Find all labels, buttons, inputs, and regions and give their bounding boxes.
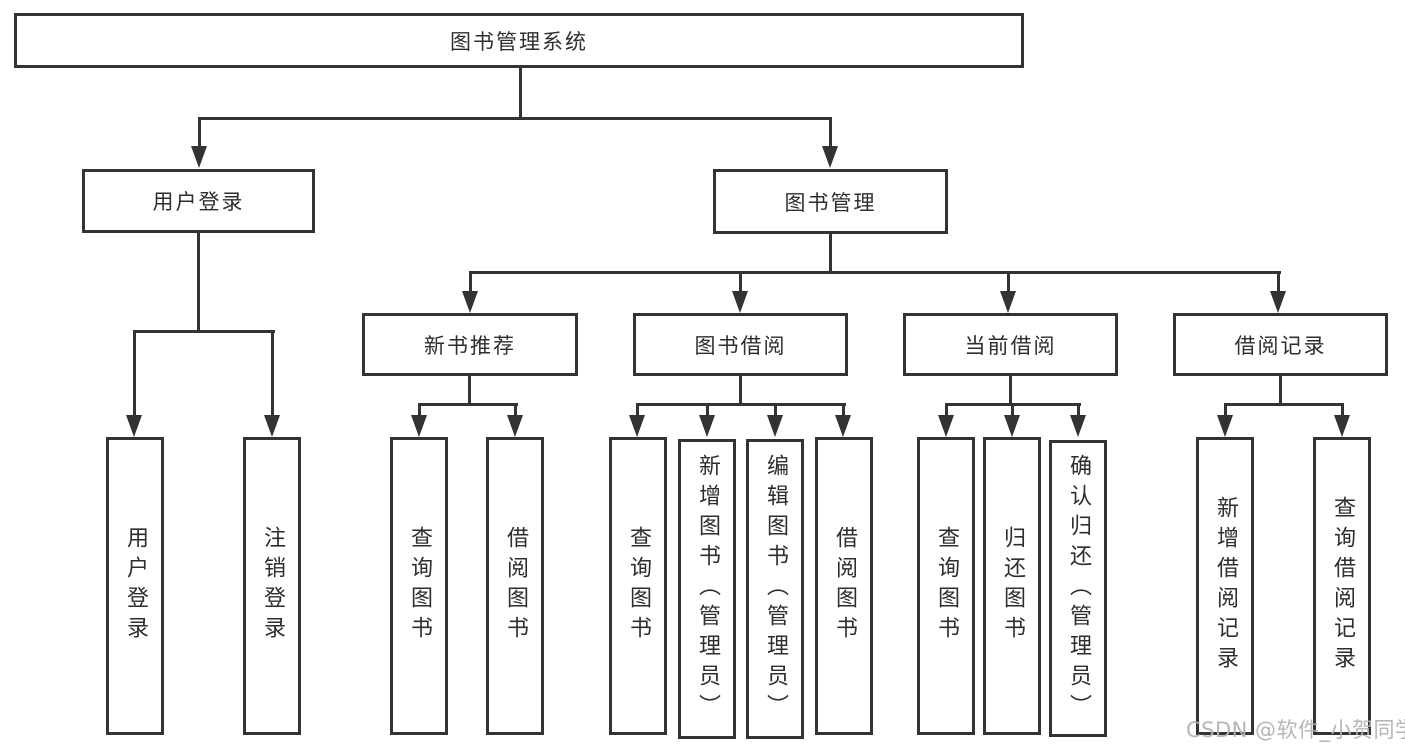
- node-cb-query-books: 查询图书: [917, 437, 975, 735]
- node-leaf-user-login-label: 用户登录: [123, 526, 148, 646]
- arrow-down-icon: [411, 415, 427, 437]
- connector-br-add-drop: [1224, 403, 1227, 419]
- connector-bb-add-drop: [706, 403, 709, 419]
- node-cb-confirm-return-label: 确认归还（管理员）: [1066, 453, 1091, 724]
- arrow-down-icon: [938, 415, 954, 437]
- arrow-down-icon: [1000, 291, 1016, 313]
- node-book-borrow: 图书借阅: [633, 313, 848, 376]
- connector-cb-confirm-drop: [1077, 403, 1080, 419]
- arrow-down-icon: [767, 415, 783, 437]
- connector-level3-rail: [469, 271, 1281, 274]
- connector-leaf-user-login-drop: [133, 330, 136, 417]
- arrow-down-icon: [822, 146, 838, 168]
- connector-user-login-drop: [198, 117, 201, 149]
- connector-new-books-rail: [418, 403, 518, 406]
- node-br-add-record-label: 新增借阅记录: [1213, 496, 1238, 676]
- connector-new-books-stem: [468, 375, 471, 406]
- arrow-down-icon: [462, 291, 478, 313]
- connector-cb-return-drop: [1011, 403, 1014, 419]
- node-nb-query-books-label: 查询图书: [407, 526, 432, 646]
- node-new-books-label: 新书推荐: [424, 333, 516, 358]
- csdn-watermark: CSDN @软件_小贺同学: [1186, 718, 1405, 742]
- connector-book-borrow-rail: [636, 403, 846, 406]
- arrow-down-icon: [1334, 415, 1350, 437]
- node-bb-borrow-books: 借阅图书: [815, 437, 873, 735]
- arrow-down-icon: [732, 291, 748, 313]
- node-user-login: 用户登录: [82, 169, 315, 233]
- arrow-down-icon: [1070, 415, 1086, 437]
- arrow-down-icon: [1004, 415, 1020, 437]
- connector-level2-rail: [198, 117, 832, 120]
- node-bb-query-books-label: 查询图书: [626, 526, 651, 646]
- node-new-books: 新书推荐: [362, 313, 578, 376]
- node-leaf-user-login: 用户登录: [106, 437, 164, 735]
- node-cb-confirm-return: 确认归还（管理员）: [1049, 440, 1107, 737]
- connector-nb-borrow-drop: [514, 403, 517, 419]
- node-leaf-logout-label: 注销登录: [260, 526, 285, 646]
- arrow-down-icon: [1270, 291, 1286, 313]
- node-nb-query-books: 查询图书: [390, 437, 448, 735]
- node-br-add-record: 新增借阅记录: [1196, 437, 1254, 735]
- node-borrow-records-label: 借阅记录: [1234, 333, 1327, 358]
- node-cb-return-books-label: 归还图书: [1000, 526, 1025, 646]
- node-current-borrow-label: 当前借阅: [964, 333, 1057, 358]
- connector-nb-query-drop: [418, 403, 421, 419]
- connector-current-borrow-stem: [1009, 376, 1012, 406]
- connector-book-mgmt-stem: [829, 234, 832, 273]
- node-current-borrow: 当前借阅: [903, 313, 1118, 376]
- arrow-down-icon: [507, 415, 523, 437]
- node-leaf-logout: 注销登录: [243, 437, 301, 735]
- arrow-down-icon: [264, 415, 280, 437]
- node-cb-return-books: 归还图书: [983, 437, 1041, 735]
- arrow-down-icon: [126, 415, 142, 437]
- node-book-borrow-label: 图书借阅: [694, 333, 787, 358]
- node-book-mgmt: 图书管理: [713, 169, 948, 234]
- connector-leaf-logout-drop: [271, 330, 274, 417]
- node-book-mgmt-label: 图书管理: [784, 190, 877, 215]
- arrow-down-icon: [629, 415, 645, 437]
- node-bb-query-books: 查询图书: [609, 437, 667, 735]
- node-bb-borrow-books-label: 借阅图书: [832, 526, 857, 646]
- connector-bb-query-drop: [636, 403, 639, 419]
- node-cb-query-books-label: 查询图书: [934, 526, 959, 646]
- node-root: 图书管理系统: [14, 13, 1024, 68]
- node-bb-edit-books-label: 编辑图书（管理员）: [763, 454, 788, 724]
- connector-user-login-stem: [197, 233, 200, 333]
- connector-user-login-rail: [133, 330, 275, 333]
- arrow-down-icon: [835, 415, 851, 437]
- connector-borrow-records-drop: [1277, 271, 1280, 293]
- connector-current-borrow-drop: [1007, 271, 1010, 293]
- node-nb-borrow-books: 借阅图书: [486, 437, 544, 735]
- connector-book-borrow-drop: [739, 271, 742, 293]
- connector-cb-query-drop: [945, 403, 948, 419]
- connector-root-stem: [519, 68, 522, 118]
- node-bb-edit-books: 编辑图书（管理员）: [746, 439, 804, 739]
- arrow-down-icon: [191, 146, 207, 168]
- connector-br-query-drop: [1341, 403, 1344, 419]
- node-bb-add-books-label: 新增图书（管理员）: [695, 454, 720, 724]
- node-user-login-label: 用户登录: [152, 190, 245, 214]
- node-borrow-records: 借阅记录: [1173, 313, 1388, 376]
- connector-borrow-records-stem: [1279, 376, 1282, 406]
- connector-book-mgmt-drop: [829, 117, 832, 149]
- node-br-query-record-label: 查询借阅记录: [1330, 496, 1355, 676]
- connector-new-books-drop: [469, 271, 472, 293]
- connector-borrow-records-rail: [1224, 403, 1344, 406]
- connector-bb-edit-drop: [774, 403, 777, 419]
- node-nb-borrow-books-label: 借阅图书: [503, 526, 528, 646]
- node-br-query-record: 查询借阅记录: [1313, 437, 1371, 735]
- arrow-down-icon: [699, 415, 715, 437]
- arrow-down-icon: [1217, 415, 1233, 437]
- connector-bb-borrow-drop: [842, 403, 845, 419]
- node-root-label: 图书管理系统: [450, 29, 588, 54]
- node-bb-add-books: 新增图书（管理员）: [678, 439, 736, 739]
- connector-book-borrow-stem: [739, 376, 742, 406]
